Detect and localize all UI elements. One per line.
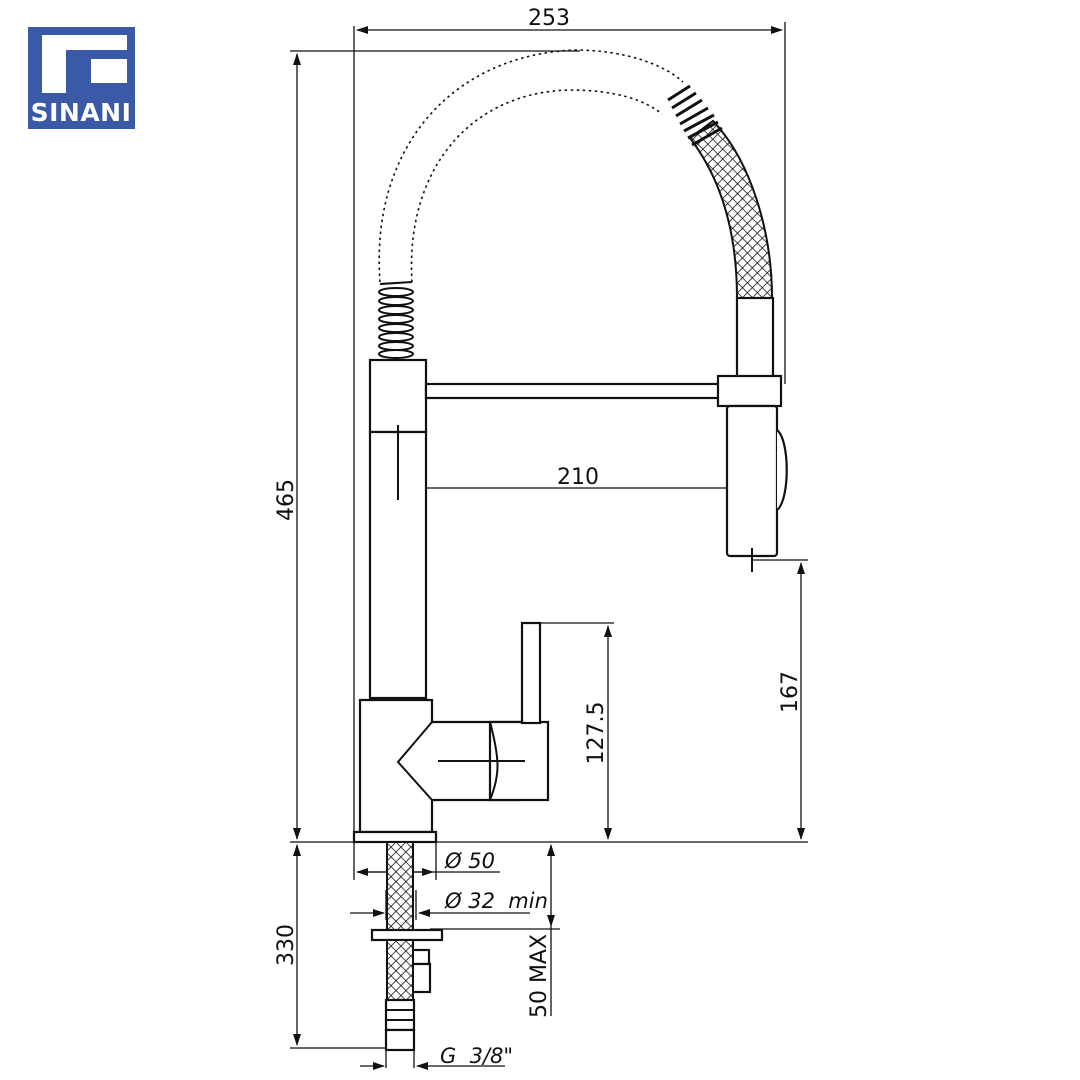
- dimension-lines: [293, 26, 805, 1070]
- label-thread: G 3/8": [440, 1044, 513, 1068]
- label-outlet-height: 167: [778, 671, 803, 713]
- mounting-plate: [370, 928, 444, 942]
- handle-cap-bevel: [489, 721, 499, 801]
- braided-hose-lower: [386, 841, 414, 935]
- label-base-diameter: Ø 50: [444, 849, 495, 873]
- mixer-body-bevel: [396, 721, 433, 801]
- logo-mark-shape: [42, 35, 127, 93]
- label-mount-thickness: 50 MAX: [527, 934, 552, 1018]
- spring-top-right: [667, 84, 723, 147]
- spray-head-collar: [735, 296, 775, 380]
- label-spout-reach: 210: [557, 465, 599, 490]
- holder-arm: [424, 382, 724, 400]
- supply-hose: [386, 939, 414, 1001]
- braided-hose-upper: [688, 119, 774, 299]
- label-hole-diameter: Ø 32 min: [444, 889, 548, 913]
- spray-head-button: [776, 429, 788, 511]
- label-handle-height: 127.5: [584, 702, 609, 765]
- handle-lever: [520, 621, 542, 725]
- hose-arc-outer: [378, 49, 684, 283]
- label-overall-width: 253: [528, 6, 570, 31]
- logo-text: SINANI: [31, 98, 132, 127]
- thread-end: [384, 1028, 416, 1052]
- spray-head-body: [725, 404, 779, 558]
- base-flange: [352, 830, 438, 844]
- spring-column: [378, 281, 414, 359]
- label-hose-length: 330: [274, 924, 299, 966]
- faucet: [352, 49, 788, 1052]
- hose-arc-inner: [410, 89, 663, 283]
- hex-fitting: [384, 998, 416, 1032]
- logo-mark-block: [91, 59, 127, 83]
- spray-head-mount: [716, 374, 783, 408]
- label-overall-height: 465: [274, 479, 299, 521]
- sinani-logo: SINANI: [28, 27, 135, 129]
- dimension-labels: 253 465 210 167 127.5 330 50 MAX Ø 50 Ø …: [274, 6, 803, 1068]
- holder-block: [368, 358, 428, 434]
